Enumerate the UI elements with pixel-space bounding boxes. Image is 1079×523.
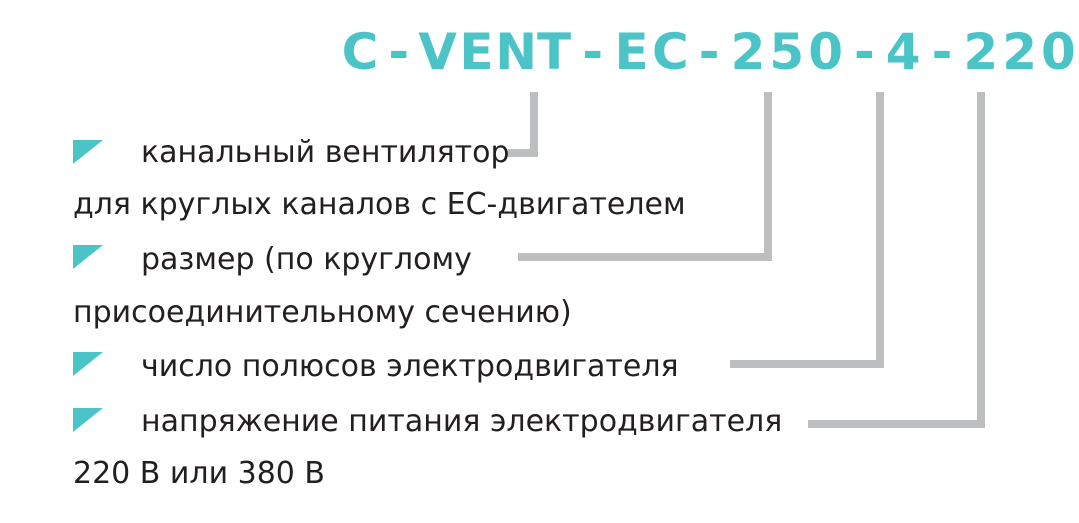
code-separator: - bbox=[931, 23, 953, 81]
legend-item-size: размер (по круглому bbox=[141, 242, 472, 277]
code-character: 4 bbox=[885, 23, 921, 81]
legend-item-voltage-detail: 220 В или 380 В bbox=[73, 456, 325, 491]
code-character: 2 bbox=[730, 23, 766, 81]
code-character: V bbox=[418, 23, 457, 81]
bullet-icon bbox=[73, 352, 103, 376]
legend-item-poles: число полюсов электродвигателя bbox=[141, 349, 679, 384]
code-character: 0 bbox=[1040, 23, 1076, 81]
bullet-icon bbox=[73, 408, 103, 432]
code-character: C bbox=[341, 23, 379, 81]
code-character: 5 bbox=[769, 23, 805, 81]
connector-type bbox=[508, 92, 538, 157]
connector-poles bbox=[730, 92, 884, 368]
code-separator: - bbox=[698, 23, 720, 81]
code-separator: - bbox=[854, 23, 875, 81]
code-character: C bbox=[652, 23, 689, 81]
connector-size bbox=[518, 92, 772, 261]
legend-item-type-detail: для круглых каналов с ЕС-двигателем bbox=[73, 187, 686, 222]
legend-item-type: канальный вентилятор bbox=[141, 135, 510, 170]
bullet-icon bbox=[73, 140, 103, 164]
code-separator: - bbox=[582, 23, 604, 81]
code-character: 2 bbox=[1002, 23, 1037, 81]
code-character: E bbox=[459, 23, 494, 81]
code-character: E bbox=[614, 23, 649, 81]
code-separator: - bbox=[388, 23, 410, 81]
connector-voltage bbox=[808, 92, 985, 428]
code-character: N bbox=[495, 23, 538, 81]
code-character: 0 bbox=[808, 23, 843, 81]
code-character: 2 bbox=[963, 23, 999, 81]
bullet-icon bbox=[73, 245, 103, 269]
code-character: T bbox=[536, 23, 572, 81]
legend-item-size-detail: присоединительному сечению) bbox=[73, 295, 572, 330]
legend-item-voltage: напряжение питания электродвигателя bbox=[141, 404, 783, 439]
